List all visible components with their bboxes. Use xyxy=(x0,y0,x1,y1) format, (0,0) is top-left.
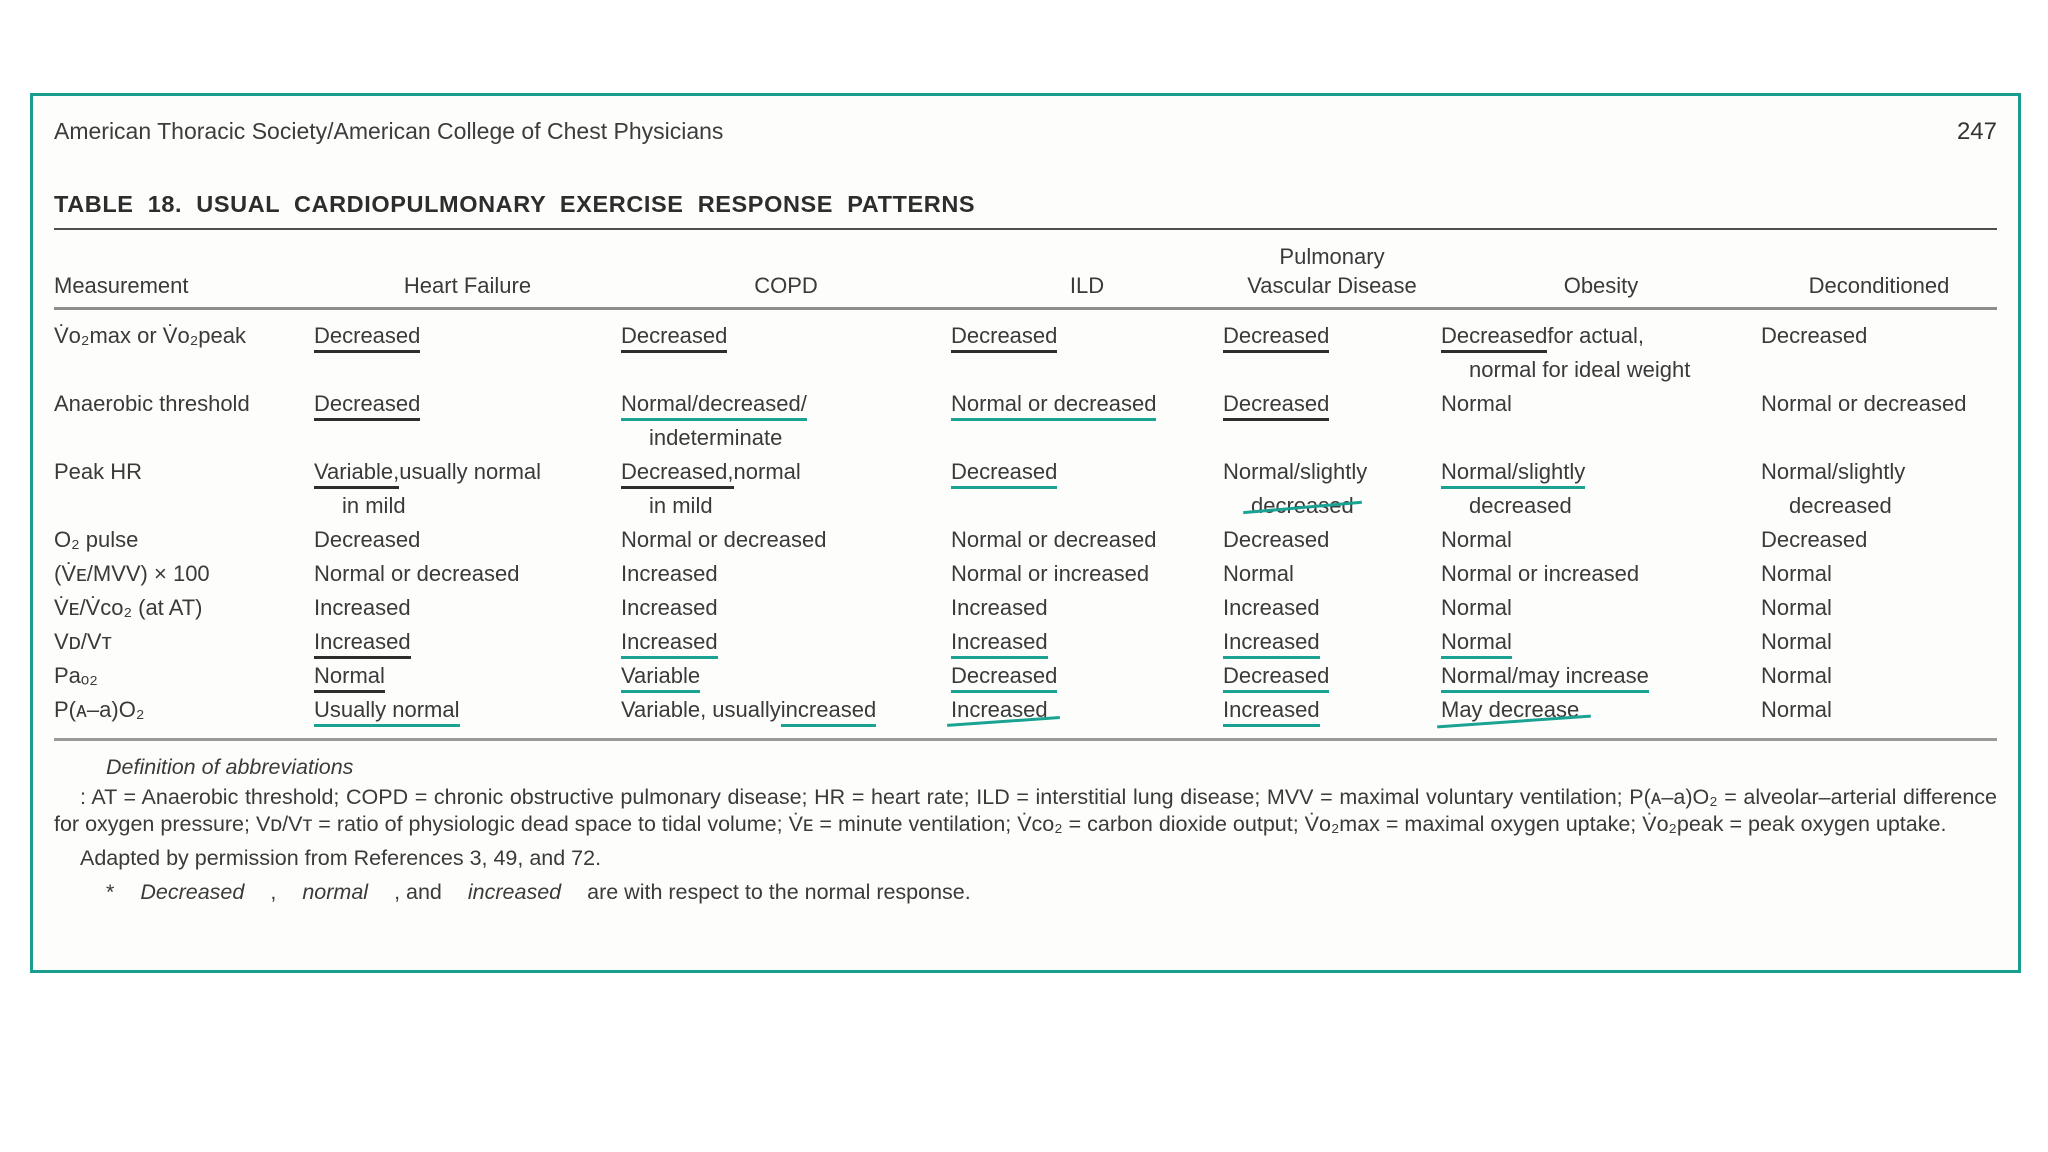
cell-deconditioned: Normal xyxy=(1761,561,1832,586)
footnotes: Definition of abbreviations: AT = Anaero… xyxy=(54,750,1997,909)
cell-ild: Increased xyxy=(951,595,1048,620)
table-row: Paₒ₂ Normal Variable Decreased Decreased… xyxy=(54,659,1997,693)
th-measurement: Measurement xyxy=(54,273,189,298)
th-pulmonary-vascular-disease: Pulmonary Vascular Disease xyxy=(1247,244,1417,298)
title-rule xyxy=(54,228,1997,230)
cell-deconditioned: Decreased xyxy=(1761,323,1868,348)
page-number: 247 xyxy=(1956,118,1997,145)
table-body: V̇ᴏ₂max or V̇ᴏ₂peak Decreased Decreased … xyxy=(54,310,1997,727)
cell-obesity: Normal xyxy=(1441,625,1761,659)
cell-heart-failure: Decreased xyxy=(314,387,621,455)
th-copd: COPD xyxy=(754,273,818,298)
cell-pulmonary-vascular-disease: Decreased xyxy=(1223,319,1441,387)
measurement-cell: V̇ᴏ₂max or V̇ᴏ₂peak xyxy=(54,323,246,348)
cell-deconditioned: Normal xyxy=(1761,595,1832,620)
cell-heart-failure: Normal or decreased xyxy=(314,561,520,586)
footnote-asterisk: * Decreased, normal, and increased are w… xyxy=(106,880,971,904)
header-rule xyxy=(54,307,1997,310)
cell-obesity: Normal xyxy=(1441,391,1512,416)
measurement-cell: Paₒ₂ xyxy=(54,663,98,688)
cell-heart-failure: Increased xyxy=(314,625,621,659)
cell-obesity: Normal/may increase xyxy=(1441,659,1761,693)
cell-pulmonary-vascular-disease: Normal xyxy=(1223,561,1294,586)
measurement-cell: Anaerobic threshold xyxy=(54,391,250,416)
footnote-abbreviations: Definition of abbreviations: AT = Anaero… xyxy=(54,755,1997,836)
cell-heart-failure: Increased xyxy=(314,595,411,620)
cell-copd: Variable, usually increased xyxy=(621,693,951,727)
cell-deconditioned: Normal xyxy=(1761,663,1832,688)
cell-pulmonary-vascular-disease: Decreased xyxy=(1223,387,1441,455)
cell-ild: Increased xyxy=(951,697,1048,722)
cell-copd: Increased xyxy=(621,561,718,586)
cell-copd: Normal/decreased/indeterminate xyxy=(621,391,807,450)
cell-deconditioned: Normal xyxy=(1761,697,1832,722)
cell-copd: Increased xyxy=(621,625,951,659)
cell-ild: Increased xyxy=(951,625,1223,659)
cell-ild: Normal or increased xyxy=(951,561,1150,586)
table-title: TABLE 18. USUAL CARDIOPULMONARY EXERCISE… xyxy=(54,191,976,217)
cell-copd: Normal or decreased xyxy=(621,527,827,552)
table-row: P(ᴀ–a)O₂ Usually normal Variable, usuall… xyxy=(54,693,1997,727)
th-ild: ILD xyxy=(1069,273,1105,298)
th-obesity: Obesity xyxy=(1563,273,1639,298)
response-patterns-table: Measurement Heart Failure COPD ILD Pulmo… xyxy=(54,242,1997,741)
th-deconditioned: Deconditioned xyxy=(1808,273,1950,298)
cell-pulmonary-vascular-disease: Increased xyxy=(1223,693,1441,727)
cell-copd: Decreased xyxy=(621,319,951,387)
cell-heart-failure: Usually normal xyxy=(314,693,621,727)
measurement-cell: V̇ᴇ/V̇ᴄᴏ₂ (at AT) xyxy=(54,595,203,620)
cell-copd: Increased xyxy=(621,595,718,620)
cell-deconditioned: Decreased xyxy=(1761,527,1868,552)
running-header-title: American Thoracic Society/American Colle… xyxy=(54,118,724,144)
table-bottom-rule xyxy=(54,738,1997,741)
measurement-cell: O₂ pulse xyxy=(54,527,139,552)
table-row: V̇ᴏ₂max or V̇ᴏ₂peak Decreased Decreased … xyxy=(54,319,1997,387)
cell-deconditioned: Normal or decreased xyxy=(1761,391,1967,416)
journal-page: American Thoracic Society/American Colle… xyxy=(30,93,2021,973)
cell-ild: Decreased xyxy=(951,319,1223,387)
cell-ild: Normal or decreased xyxy=(951,527,1157,552)
table-header-row: Measurement Heart Failure COPD ILD Pulmo… xyxy=(54,242,1997,300)
cell-ild: Decreased xyxy=(951,659,1223,693)
th-heart-failure: Heart Failure xyxy=(403,273,532,298)
cell-obesity: May decrease xyxy=(1441,697,1580,722)
cell-heart-failure: Decreased xyxy=(314,527,421,552)
cell-obesity: Normal xyxy=(1441,595,1512,620)
running-header: American Thoracic Society/American Colle… xyxy=(54,117,1997,146)
cell-deconditioned: Normal xyxy=(1761,629,1832,654)
measurement-cell: Vᴅ/Vᴛ xyxy=(54,629,112,654)
table-row: (V̇ᴇ/MVV) × 100 Normal or decreased Incr… xyxy=(54,557,1997,591)
cell-pulmonary-vascular-disease: Increased xyxy=(1223,625,1441,659)
cell-ild: Normal or decreased xyxy=(951,387,1223,455)
cell-pulmonary-vascular-disease: Increased xyxy=(1223,595,1320,620)
cell-obesity: Normal xyxy=(1441,527,1512,552)
cell-copd: Variable xyxy=(621,659,951,693)
table-row: O₂ pulse Decreased Normal or decreased N… xyxy=(54,523,1997,557)
cell-obesity: Decreased for actual,normal for ideal we… xyxy=(1441,323,1691,382)
cell-heart-failure: Decreased xyxy=(314,319,621,387)
footnote-adapted: Adapted by permission from References 3,… xyxy=(80,846,602,870)
cell-obesity: Normal or increased xyxy=(1441,561,1640,586)
measurement-cell: P(ᴀ–a)O₂ xyxy=(54,697,145,722)
table-row: V̇ᴇ/V̇ᴄᴏ₂ (at AT) Increased Increased In… xyxy=(54,591,1997,625)
cell-heart-failure: Normal xyxy=(314,659,621,693)
cell-pulmonary-vascular-disease: Decreased xyxy=(1223,659,1441,693)
cell-pulmonary-vascular-disease: Decreased xyxy=(1223,527,1330,552)
table-row: Anaerobic threshold Decreased Normal/dec… xyxy=(54,387,1997,455)
measurement-cell: (V̇ᴇ/MVV) × 100 xyxy=(54,561,210,586)
measurement-cell: Peak HR xyxy=(54,459,143,484)
table-row: Vᴅ/Vᴛ Increased Increased Increased Incr… xyxy=(54,625,1997,659)
cell-ild: Decreased xyxy=(951,455,1223,523)
